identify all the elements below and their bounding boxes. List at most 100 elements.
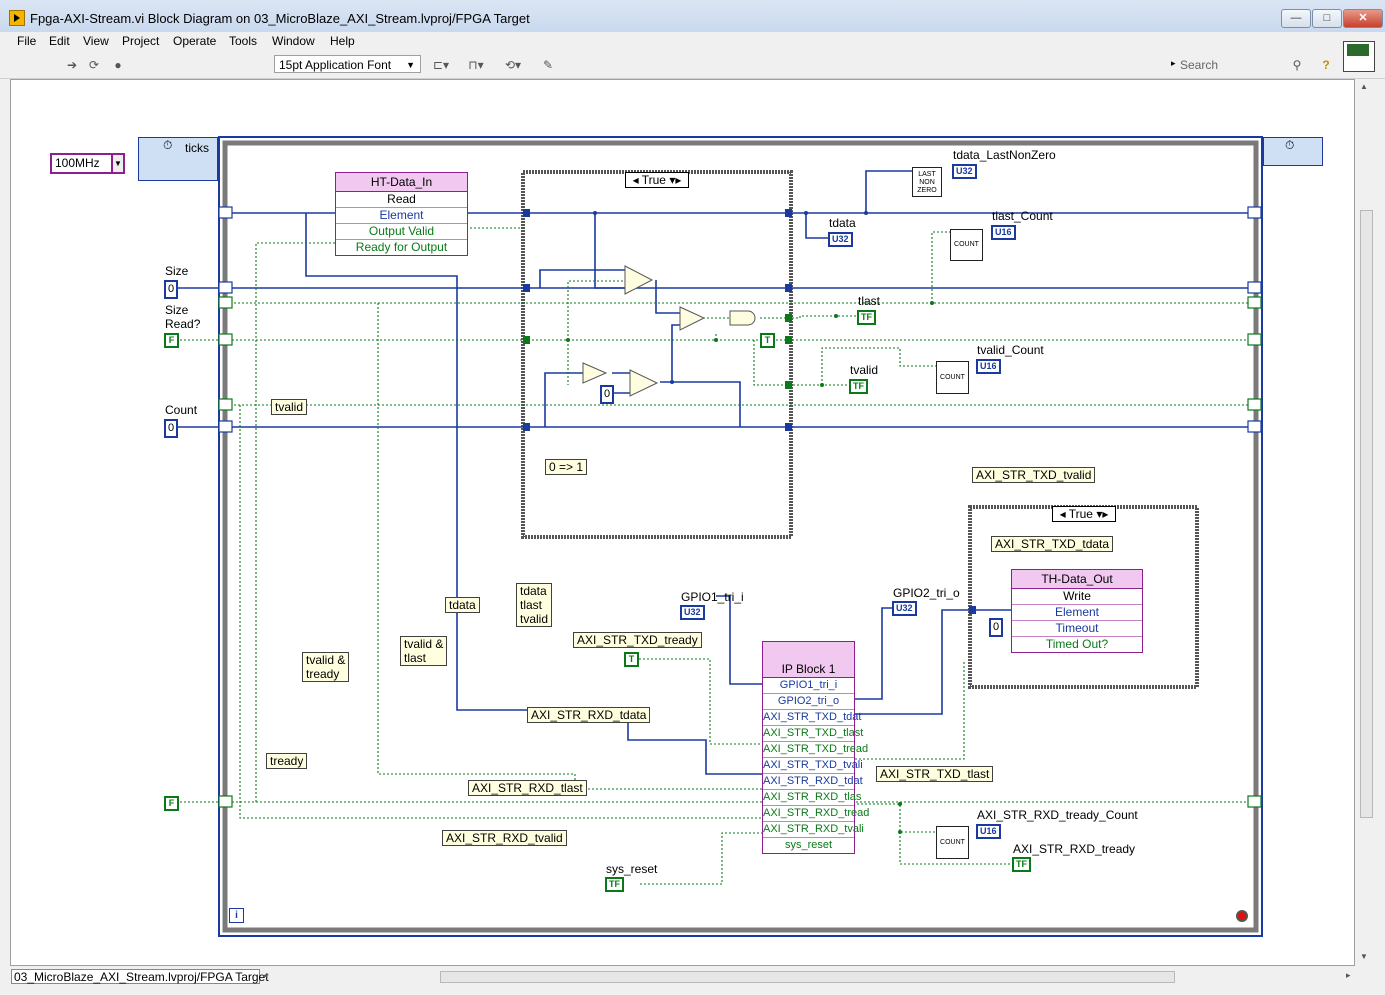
block-diagram-canvas[interactable] bbox=[10, 79, 1355, 966]
note-tvalid: tvalid bbox=[271, 399, 308, 415]
last-nonzero-block[interactable]: LAST NON ZERO bbox=[912, 167, 942, 197]
true-constant[interactable]: T bbox=[760, 333, 775, 348]
timeout-constant[interactable]: 0 bbox=[989, 618, 1003, 637]
align-objects-icon[interactable]: ⊏▾ bbox=[432, 58, 450, 72]
tvalid-indicator[interactable]: TF bbox=[849, 379, 868, 394]
count-block-tlast[interactable]: COUNT bbox=[950, 229, 983, 261]
th-row-timeout[interactable]: Timeout bbox=[1012, 621, 1142, 637]
menu-operate[interactable]: Operate bbox=[173, 34, 217, 48]
clock-constant[interactable]: 100MHz bbox=[50, 153, 125, 174]
clock-dropdown-icon[interactable]: ▼ bbox=[111, 153, 125, 174]
gpio2-indicator[interactable]: U32 bbox=[892, 601, 917, 616]
run-arrow-icon[interactable]: ➔ bbox=[66, 58, 78, 72]
ip-row-txd-tlast[interactable]: AXI_STR_TXD_tlast bbox=[763, 726, 863, 742]
th-row-timed-out[interactable]: Timed Out? bbox=[1045, 637, 1109, 651]
ip-block-node[interactable]: IP Block 1 GPIO1_tri_i GPIO2_tri_o AXI_S… bbox=[762, 641, 869, 854]
rxd-tready-count-indicator[interactable]: U16 bbox=[976, 824, 1001, 839]
tvalid-label: tvalid bbox=[850, 363, 879, 377]
clock-value: 100MHz bbox=[55, 156, 100, 170]
horizontal-scroll-thumb[interactable] bbox=[440, 971, 1175, 983]
search-input[interactable]: Search bbox=[1180, 58, 1219, 72]
count-block-tvalid[interactable]: COUNT bbox=[936, 361, 969, 394]
true-constant-2[interactable]: T bbox=[624, 652, 639, 667]
distribute-objects-icon[interactable]: ⊓▾ bbox=[468, 58, 484, 72]
reorder-icon[interactable]: ⟲▾ bbox=[504, 58, 522, 72]
clock-icon: ⏱ bbox=[1285, 138, 1295, 152]
menu-view[interactable]: View bbox=[83, 34, 109, 48]
ht-row-read[interactable]: Read bbox=[336, 192, 467, 208]
count-control[interactable]: 0 bbox=[164, 419, 178, 438]
ip-row-txd-tdata[interactable]: AXI_STR_TXD_tdat bbox=[763, 710, 861, 726]
ip-row-rxd-tvalid[interactable]: AXI_STR_RXD_tvali bbox=[763, 822, 864, 838]
tvalid-count-label: tvalid_Count bbox=[977, 343, 1044, 357]
font-select[interactable]: 15pt Application Font▼ bbox=[274, 55, 421, 73]
menu-bar bbox=[0, 32, 1385, 52]
run-continuously-icon[interactable]: ⟳ bbox=[88, 58, 100, 72]
scroll-up-icon[interactable]: ▲ bbox=[1360, 82, 1368, 91]
tvalid-count-indicator[interactable]: U16 bbox=[976, 359, 1001, 374]
size-read-label: Size Read? bbox=[165, 303, 201, 331]
menu-help[interactable]: Help bbox=[330, 34, 355, 48]
case1-selector[interactable]: ◂ True ▾▸ bbox=[625, 172, 689, 188]
timed-loop-output-node[interactable] bbox=[1263, 137, 1323, 166]
minimize-button[interactable]: — bbox=[1281, 9, 1311, 28]
stop-condition-icon[interactable] bbox=[1236, 910, 1248, 922]
ip-row-rxd-tlast[interactable]: AXI_STR_RXD_tlas bbox=[763, 790, 861, 806]
note-axi-rxd-tdata: AXI_STR_RXD_tdata bbox=[527, 707, 651, 723]
gpio1-control[interactable]: U32 bbox=[680, 605, 705, 620]
ip-row-rxd-tready[interactable]: AXI_STR_RXD_tread bbox=[763, 806, 869, 822]
ip-row-sys-reset[interactable]: sys_reset bbox=[784, 839, 833, 851]
rxd-tready-indicator[interactable]: TF bbox=[1012, 857, 1031, 872]
menu-project[interactable]: Project bbox=[122, 34, 160, 48]
close-button[interactable]: ✕ bbox=[1343, 9, 1383, 28]
th-node-title-text: TH-Data_Out bbox=[1041, 572, 1113, 586]
maximize-button[interactable]: □ bbox=[1312, 9, 1342, 28]
th-row-element[interactable]: Element bbox=[1012, 605, 1142, 621]
ht-row-element[interactable]: Element bbox=[336, 208, 467, 224]
tdata-indicator[interactable]: U32 bbox=[828, 232, 853, 247]
ht-row-ready-for-output[interactable]: Ready for Output bbox=[355, 240, 448, 254]
search-icon[interactable]: ⚲ bbox=[1292, 58, 1302, 72]
ht-node-title-text: HT-Data_In bbox=[370, 175, 433, 189]
chevron-down-icon: ▼ bbox=[406, 60, 415, 70]
bottom-bool-control[interactable]: F bbox=[164, 796, 179, 811]
tdata-label: tdata bbox=[829, 216, 856, 230]
ht-node-title: HT-Data_In bbox=[336, 173, 467, 192]
note-tdata-tlast-tvalid: tdata tlast tvalid bbox=[516, 583, 553, 627]
menu-edit[interactable]: Edit bbox=[49, 34, 70, 48]
ip-row-txd-tready[interactable]: AXI_STR_TXD_tread bbox=[763, 742, 868, 758]
timed-loop-input-node[interactable] bbox=[138, 137, 218, 181]
abort-icon[interactable]: ● bbox=[114, 58, 122, 72]
search-arrow-icon: ▸ bbox=[1171, 58, 1176, 68]
help-icon[interactable]: ? bbox=[1322, 58, 1330, 72]
ip-row-txd-tvalid[interactable]: AXI_STR_TXD_tvali bbox=[763, 758, 863, 774]
sys-reset-control[interactable]: TF bbox=[605, 877, 624, 892]
tlast-count-indicator[interactable]: U16 bbox=[991, 225, 1016, 240]
ip-row-rxd-tdata[interactable]: AXI_STR_RXD_tdat bbox=[763, 774, 863, 790]
tdata-lastnonzero-indicator[interactable]: U32 bbox=[952, 164, 977, 179]
scroll-left-icon[interactable]: ◂ bbox=[263, 970, 268, 980]
ip-row-gpio1[interactable]: GPIO1_tri_i bbox=[763, 678, 854, 694]
th-data-out-node[interactable]: TH-Data_Out Write Element Timeout Timed … bbox=[1011, 569, 1143, 653]
count-block-tready[interactable]: COUNT bbox=[936, 826, 969, 859]
scroll-right-icon[interactable]: ▸ bbox=[1346, 970, 1351, 980]
ht-data-in-node[interactable]: HT-Data_In Read Element Output Valid Rea… bbox=[335, 172, 468, 256]
tlast-indicator[interactable]: TF bbox=[857, 310, 876, 325]
ht-row-output-valid[interactable]: Output Valid bbox=[336, 224, 467, 240]
case-constant[interactable]: 0 bbox=[600, 385, 614, 404]
scroll-down-icon[interactable]: ▼ bbox=[1360, 952, 1368, 961]
size-control[interactable]: 0 bbox=[164, 280, 178, 299]
cleanup-diagram-icon[interactable]: ✎ bbox=[542, 58, 554, 72]
ip-row-gpio2[interactable]: GPIO2_tri_o bbox=[763, 694, 854, 710]
rxd-tready-label: AXI_STR_RXD_tready bbox=[1013, 842, 1136, 856]
th-row-write[interactable]: Write bbox=[1012, 589, 1142, 605]
tlast-label: tlast bbox=[858, 294, 881, 308]
menu-tools[interactable]: Tools bbox=[229, 34, 258, 48]
th-node-title: TH-Data_Out bbox=[1012, 570, 1142, 589]
menu-window[interactable]: Window bbox=[272, 34, 315, 48]
vertical-scroll-thumb[interactable] bbox=[1360, 210, 1373, 818]
case2-selector[interactable]: ◂ True ▾▸ bbox=[1052, 506, 1116, 522]
menu-file[interactable]: File bbox=[17, 34, 37, 48]
size-read-control[interactable]: F bbox=[164, 333, 179, 348]
